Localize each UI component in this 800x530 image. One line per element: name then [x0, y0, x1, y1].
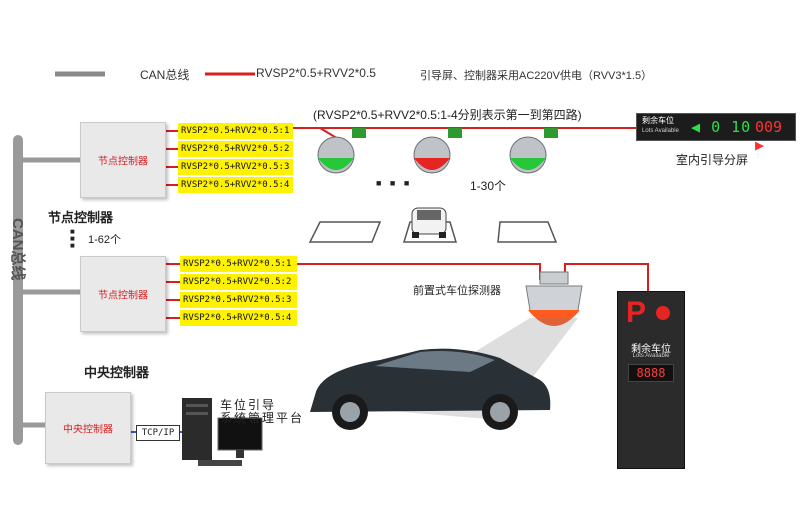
node-ellipsis: ■■■ — [70, 227, 75, 250]
pillar-status-icon — [656, 306, 670, 320]
parking-bay-3 — [497, 221, 558, 243]
platform-label-2: 系统管理平台 — [220, 411, 305, 425]
cable-tag-1-3: RVSP2*0.5+RVV2*0.5:3 — [178, 159, 293, 175]
legend-can-label: CAN总线 — [140, 68, 190, 82]
parking-bay-1 — [308, 221, 382, 243]
central-controller-label: 中央控制器 — [63, 424, 113, 436]
pillar-p-letter: P — [626, 296, 647, 329]
node-controller-2-label: 节点控制器 — [98, 290, 148, 302]
sensor-2 — [413, 128, 462, 174]
pillar-sub: Lots Available — [632, 353, 670, 359]
computer-icon — [182, 398, 263, 466]
indoor-screen-caption: 室内引导分屏 — [676, 153, 749, 167]
car-side-image — [310, 348, 551, 430]
central-controller-title: 中央控制器 — [84, 365, 150, 380]
outdoor-pillar-sign: P 剩余车位 Lots Available 8888 — [617, 291, 685, 469]
sensor-ellipsis: ■ ■ ■ — [376, 178, 413, 188]
cable-tag-2-3: RVSP2*0.5+RVV2*0.5:3 — [180, 292, 297, 308]
node-controller-2: 节点控制器 — [80, 256, 166, 332]
tcp-ip-label: TCP/IP — [136, 425, 180, 441]
node-controller-title: 节点控制器 — [48, 210, 114, 225]
pillar-digits: 8888 — [628, 364, 674, 382]
car-front-icon — [411, 207, 447, 238]
cable-tag-1-1: RVSP2*0.5+RVV2*0.5:1 — [178, 123, 293, 139]
cable-tag-2-4: RVSP2*0.5+RVV2*0.5:4 — [180, 310, 297, 326]
central-controller: 中央控制器 — [45, 392, 131, 464]
pillar-label: 剩余车位 — [631, 344, 671, 355]
node-controller-1: 节点控制器 — [80, 122, 166, 198]
sensor-1 — [317, 128, 366, 174]
sensor-count-label: 1-30个 — [470, 179, 507, 193]
node-controller-1-label: 节点控制器 — [98, 156, 148, 168]
cable-tag-1-4: RVSP2*0.5+RVV2*0.5:4 — [178, 177, 293, 193]
indoor-screen-label: 剩余车位 — [642, 116, 674, 125]
indoor-screen-red-number: 009 — [755, 118, 783, 136]
indoor-screen-sub: Lots Available — [642, 128, 679, 134]
can-bus-vertical-label: CAN总线 — [9, 218, 26, 281]
route-note: (RVSP2*0.5+RVV2*0.5:1-4分别表示第一到第四路) — [313, 108, 582, 122]
cable-tag-2-2: RVSP2*0.5+RVV2*0.5:2 — [180, 274, 297, 290]
platform-label-1: 车位引导 — [220, 398, 277, 412]
node-count-label: 1-62个 — [88, 234, 122, 246]
legend-power-note: 引导屏、控制器采用AC220V供电（RVV3*1.5） — [420, 70, 653, 82]
front-detector-icon — [525, 271, 583, 326]
cable-run-node2 — [294, 263, 541, 280]
legend-cable-label: RVSP2*0.5+RVV2*0.5 — [256, 66, 376, 80]
indoor-screen-red-digits: 009 ▶ — [755, 118, 783, 154]
front-detector-label: 前置式车位探测器 — [413, 285, 501, 297]
cable-tag-1-2: RVSP2*0.5+RVV2*0.5:2 — [178, 141, 293, 157]
indoor-screen-number: 0 10 — [711, 118, 752, 136]
cable-tag-2-1: RVSP2*0.5+RVV2*0.5:1 — [180, 256, 297, 272]
sensor-3 — [509, 128, 558, 174]
indoor-guidance-screen: 剩余车位 Lots Available ◀ 0 10 009 ▶ — [636, 113, 796, 154]
indoor-screen-digits: ◀ 0 10 — [691, 118, 752, 136]
